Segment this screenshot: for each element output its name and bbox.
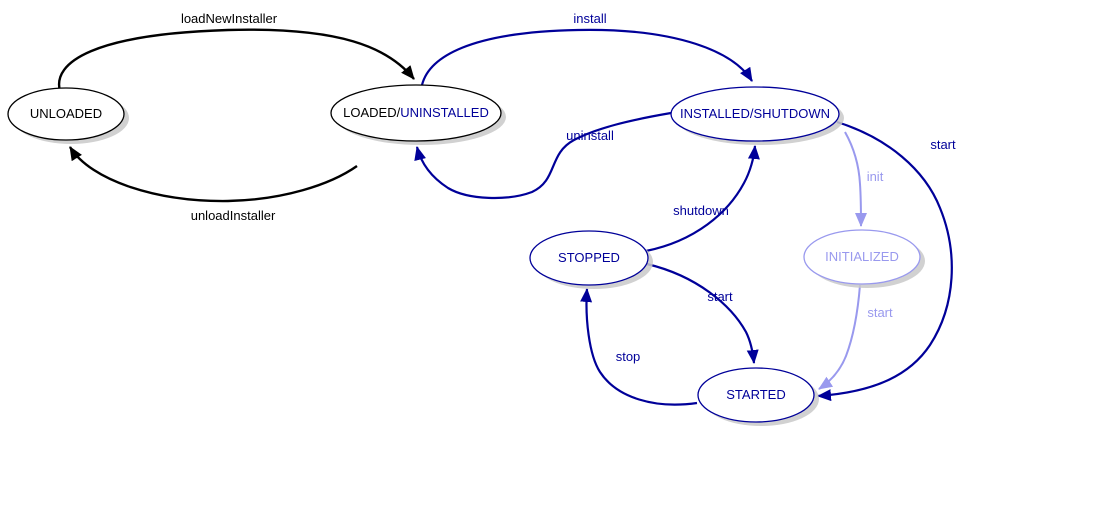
state-label-started: STARTED (726, 387, 785, 402)
state-unloaded: UNLOADED (7, 87, 129, 144)
edge-uninstall (414, 111, 672, 200)
edge-label-init: init (867, 169, 884, 184)
edge-unload-installer (68, 146, 358, 203)
state-label-installed-shutdown: INSTALLED/SHUTDOWN (680, 106, 830, 121)
state-label-loaded-uninstalled: LOADED/UNINSTALLED (343, 105, 489, 120)
state-label-loaded-part: LOADED/ (343, 105, 400, 120)
edge-install (420, 28, 753, 86)
edge-label-install: install (573, 11, 606, 26)
edge-init (844, 131, 867, 227)
edge-label-shutdown: shutdown (673, 203, 729, 218)
edge-label-unload-installer: unloadInstaller (191, 208, 276, 223)
edge-label-start-stopped-started: start (707, 289, 733, 304)
state-label-stopped: STOPPED (558, 250, 620, 265)
state-stopped: STOPPED (529, 230, 653, 289)
edge-label-uninstall: uninstall (566, 128, 614, 143)
state-installed-shutdown: INSTALLED/SHUTDOWN (670, 86, 844, 145)
state-ellipse (330, 84, 502, 142)
edge-start-installed-started (817, 120, 953, 402)
edge-stop (580, 288, 698, 406)
state-label-uninstalled-part: UNINSTALLED (400, 105, 489, 120)
edge-shutdown (645, 145, 760, 253)
state-ellipse (697, 367, 815, 423)
state-loaded-uninstalled: LOADED/UNINSTALLED (330, 84, 506, 145)
edge-load-new-installer (57, 28, 415, 92)
state-ellipse (803, 229, 921, 285)
state-ellipse (7, 87, 125, 141)
edge-label-load-new-installer: loadNewInstaller (181, 11, 278, 26)
state-ellipse (670, 86, 840, 142)
state-started: STARTED (697, 367, 819, 426)
state-initialized: INITIALIZED (803, 229, 925, 288)
state-label-initialized: INITIALIZED (825, 249, 899, 264)
edge-label-start-installed-started: start (930, 137, 956, 152)
edge-label-stop: stop (616, 349, 641, 364)
state-ellipse (529, 230, 649, 286)
edge-label-start-initialized-started: start (867, 305, 893, 320)
edge-start-stopped-started (646, 262, 759, 364)
state-label-unloaded: UNLOADED (30, 106, 102, 121)
edge-start-initialized-started (818, 284, 861, 390)
